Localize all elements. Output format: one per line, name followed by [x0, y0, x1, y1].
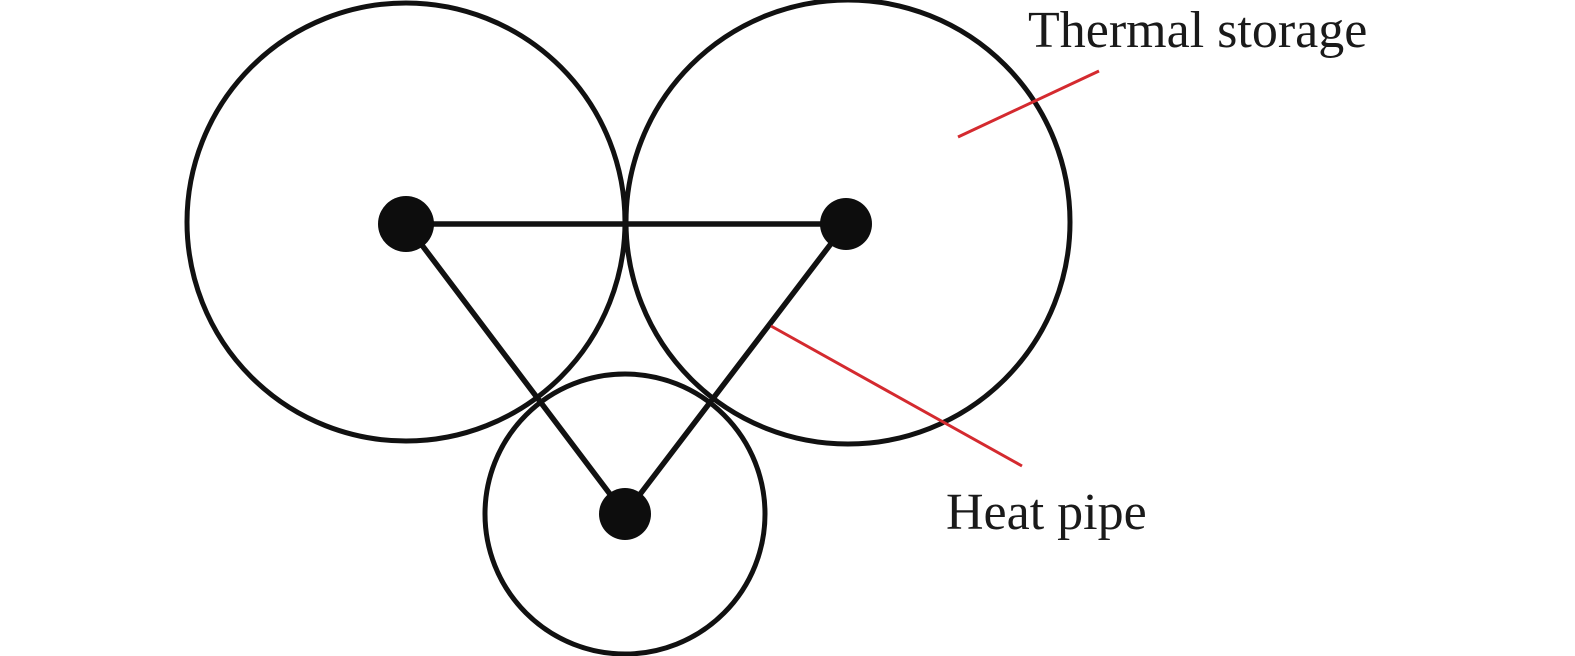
node-right	[820, 198, 872, 250]
heat-pipe-right	[622, 221, 849, 517]
thermal-storage-label: Thermal storage	[1028, 2, 1367, 59]
thermal-storage-leader-line	[957, 69, 1100, 139]
heat-pipe-left	[403, 221, 628, 517]
node-bottom	[599, 488, 651, 540]
node-left	[378, 196, 434, 252]
heat-pipe-label: Heat pipe	[946, 484, 1147, 541]
thermal-storage-circle-bottom	[482, 371, 768, 656]
heat-pipe-leader-line	[770, 324, 1023, 468]
